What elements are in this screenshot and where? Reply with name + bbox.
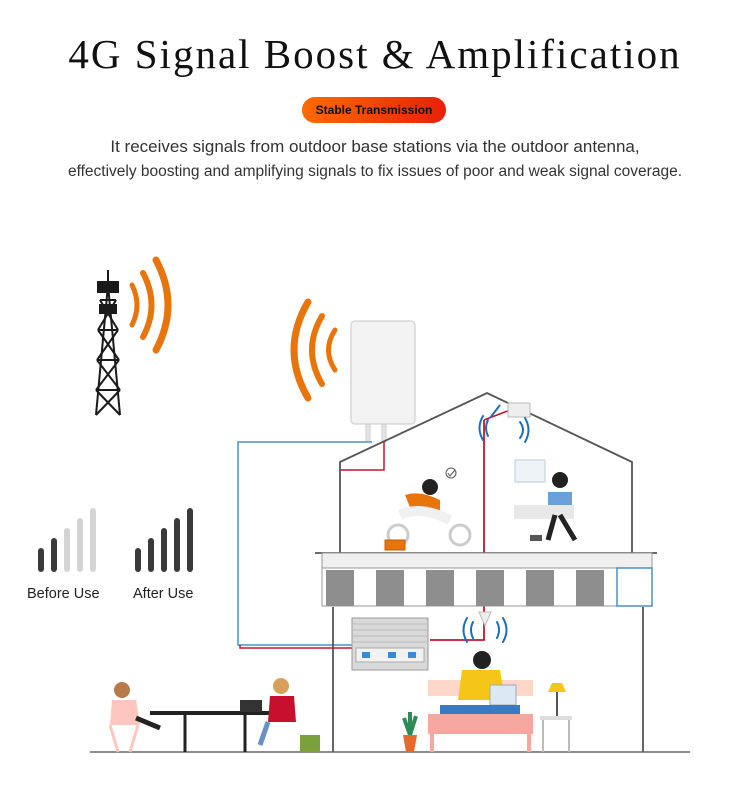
wifi-icon-upper: [478, 415, 530, 443]
tower-signal-waves-icon: [129, 256, 172, 354]
signal-bars-after-icon: [135, 508, 193, 572]
people-at-table-icon: [108, 678, 320, 753]
after-use-label: After Use: [133, 586, 194, 602]
lamp-icon: [540, 683, 572, 752]
page-title: 4G Signal Boost & Amplification: [68, 31, 682, 77]
outdoor-panel-antenna-icon: [350, 320, 416, 443]
antenna-cable: [237, 409, 511, 649]
description-line-1: It receives signals from outdoor base st…: [110, 137, 640, 156]
signal-booster-device-icon: [351, 617, 429, 671]
signal-bars-before-icon: [38, 508, 96, 572]
cell-tower-icon: [95, 270, 121, 416]
antenna-signal-waves-icon: [290, 298, 338, 402]
indoor-antenna-upper-icon: [489, 402, 531, 419]
stable-transmission-badge: Stable Transmission: [302, 97, 446, 123]
awning: [321, 552, 653, 607]
person-exercising-icon: [384, 467, 472, 551]
before-use-label: Before Use: [27, 586, 100, 602]
plant-icon: [402, 712, 418, 752]
wifi-icon-lower: [462, 611, 508, 643]
person-sitting-laptop-icon: [514, 459, 578, 542]
person-on-sofa-icon: [428, 651, 533, 752]
description-line-2: effectively boosting and amplifying sign…: [67, 163, 683, 180]
